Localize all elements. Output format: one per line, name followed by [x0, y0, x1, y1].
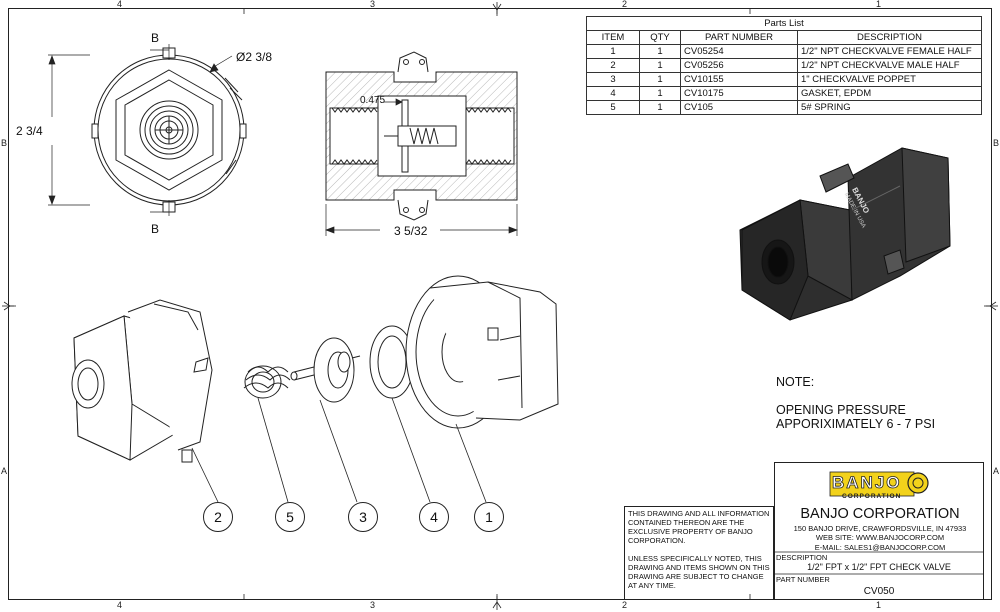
diameter-dimension: Ø2 3/8	[236, 50, 273, 64]
parts-list-table: Parts List ITEM QTY PART NUMBER DESCRIPT…	[586, 16, 982, 115]
section-view	[325, 51, 518, 221]
zone-left-a: A	[1, 466, 8, 476]
cell-part-number: CV05256	[680, 58, 798, 73]
description-label: DESCRIPTION	[776, 553, 828, 562]
zone-bottom-4: 4	[117, 600, 123, 610]
table-row: 1 1 CV05254 1/2" NPT CHECKVALVE FEMALE H…	[586, 44, 982, 59]
cell-qty: 1	[639, 86, 681, 101]
cell-description: 1/2" NPT CHECKVALVE FEMALE HALF	[797, 44, 982, 59]
logo-subtext: CORPORATION	[842, 493, 902, 500]
cell-item: 3	[586, 72, 640, 87]
callout-item-2: 2	[203, 502, 233, 532]
section-b-top-label: B	[151, 31, 160, 45]
zone-top-3: 3	[370, 0, 376, 9]
note-heading: NOTE:	[776, 375, 815, 389]
part-number-value: CV050	[863, 586, 895, 597]
table-row: 3 1 CV10155 1" CHECKVALVE POPPET	[586, 72, 982, 87]
cell-item: 1	[586, 44, 640, 59]
callout-item-3: 3	[348, 502, 378, 532]
disclaimer-change: UNLESS SPECIFICALLY NOTED, THIS DRAWING …	[628, 554, 770, 590]
zone-left-b: B	[1, 138, 8, 148]
cell-description: GASKET, EPDM	[797, 86, 982, 101]
cell-qty: 1	[639, 100, 681, 115]
cell-part-number: CV05254	[680, 44, 798, 59]
description-value: 1/2" FPT x 1/2" FPT CHECK VALVE	[807, 562, 951, 572]
parts-list-title: Parts List	[586, 16, 982, 31]
height-dimension: 2 3/4	[16, 124, 43, 138]
company-website: WEB SITE: WWW.BANJOCORP.COM	[815, 533, 945, 542]
title-block	[774, 462, 984, 600]
company-address: 150 BANJO DRIVE, CRAWFORDSVILLE, IN 4793…	[793, 524, 967, 533]
header-item: ITEM	[586, 30, 640, 45]
parts-list-header-row: ITEM QTY PART NUMBER DESCRIPTION	[586, 30, 982, 45]
length-dimension: 3 5/32	[394, 224, 428, 238]
cell-item: 2	[586, 58, 640, 73]
zone-bottom-1: 1	[876, 600, 882, 610]
header-description: DESCRIPTION	[797, 30, 982, 45]
cell-qty: 1	[639, 72, 681, 87]
part-number-label: PART NUMBER	[776, 575, 830, 584]
table-row: 2 1 CV05256 1/2" NPT CHECKVALVE MALE HAL…	[586, 58, 982, 73]
logo-text: BANJO	[832, 473, 902, 493]
exploded-view	[71, 275, 559, 463]
cell-item: 5	[586, 100, 640, 115]
note-line-1: OPENING PRESSURE	[776, 403, 906, 417]
company-name: BANJO CORPORATION	[800, 506, 960, 522]
zone-top-1: 1	[876, 0, 882, 9]
drawing-frame	[8, 8, 992, 600]
zone-right-a: A	[993, 466, 1000, 476]
header-part-number: PART NUMBER	[680, 30, 798, 45]
zone-bottom-3: 3	[370, 600, 376, 610]
cell-description: 1" CHECKVALVE POPPET	[797, 72, 982, 87]
section-b-bottom-label: B	[151, 222, 160, 236]
cell-part-number: CV10175	[680, 86, 798, 101]
cell-description: 1/2" NPT CHECKVALVE MALE HALF	[797, 58, 982, 73]
zone-top-2: 2	[622, 0, 628, 9]
table-row: 5 1 CV105 5# SPRING	[586, 100, 982, 115]
banjo-logo: BANJO CORPORATION	[828, 468, 932, 504]
zone-top-4: 4	[117, 0, 123, 9]
callout-item-1: 1	[474, 502, 504, 532]
cell-part-number: CV105	[680, 100, 798, 115]
gap-dimension: 0.475	[360, 95, 386, 106]
assembled-3d-view	[739, 147, 951, 321]
callout-item-4: 4	[419, 502, 449, 532]
cell-part-number: CV10155	[680, 72, 798, 87]
cell-qty: 1	[639, 44, 681, 59]
header-qty: QTY	[639, 30, 681, 45]
callout-item-5: 5	[275, 502, 305, 532]
table-row: 4 1 CV10175 GASKET, EPDM	[586, 86, 982, 101]
zone-right-b: B	[993, 138, 1000, 148]
cell-item: 4	[586, 86, 640, 101]
cell-description: 5# SPRING	[797, 100, 982, 115]
company-email: E-MAIL: SALES1@BANJOCORP.COM	[814, 543, 946, 552]
zone-bottom-2: 2	[622, 600, 628, 610]
disclaimer-box: THIS DRAWING AND ALL INFORMATION CONTAIN…	[624, 506, 774, 600]
cell-qty: 1	[639, 58, 681, 73]
end-view	[91, 47, 247, 213]
note-line-2: APPORIXIMATELY 6 - 7 PSI	[776, 417, 936, 431]
disclaimer-property: THIS DRAWING AND ALL INFORMATION CONTAIN…	[628, 509, 770, 545]
banjo-logo-mark	[829, 471, 929, 497]
